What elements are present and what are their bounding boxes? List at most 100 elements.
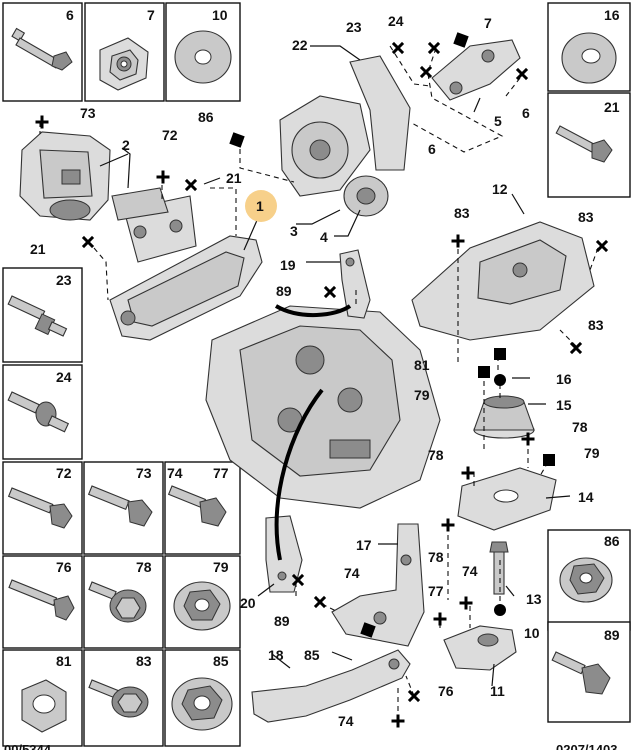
box-part-79-nut[interactable]: 79 [164,555,241,649]
mount-bracket-part-1[interactable] [109,187,263,341]
callout-19: 19 [280,257,296,273]
tie-bar-part-18[interactable] [251,649,411,723]
box-parts-74-77[interactable]: 74 77 [164,461,241,555]
plus-icon [451,234,465,248]
callout-labels[interactable]: 73 2 72 21 1 21 86 22 23 24 7 6 5 6 3 4 … [30,13,604,729]
square-icon [478,366,490,378]
callout-15: 15 [556,397,572,413]
plus-icon [156,170,170,184]
box-label: 72 [56,465,72,481]
plus-icon [461,466,475,480]
plus-icon [441,518,455,532]
callout-83: 83 [578,209,594,225]
box-part-81[interactable]: 81 [2,649,83,747]
long-bolt-icon [8,579,75,621]
box-part-10[interactable]: 10 [165,2,241,102]
fastener-symbols [35,32,609,728]
callout-17: 17 [356,537,372,553]
box-part-16[interactable]: 16 [547,2,631,92]
callout-3: 3 [290,223,298,239]
callout-73: 73 [80,105,96,121]
box-part-73[interactable]: 73 [83,461,164,555]
callout-76: 76 [438,683,454,699]
callout-89: 89 [276,283,292,299]
footer-left-code: 00/5344 [4,742,52,750]
flange-bolt-icon [88,679,149,718]
callout-4: 4 [320,229,328,245]
callout-83: 83 [454,205,470,221]
box-label: 74 [167,465,183,481]
cross-icon [419,65,433,79]
box-label: 10 [212,7,228,23]
box-label: 86 [604,533,620,549]
box-part-86[interactable]: 86 [547,529,631,631]
box-part-24[interactable]: 24 [2,364,83,460]
box-label: 81 [56,653,72,669]
box-part-7[interactable]: 7 [84,2,165,102]
mount-base-part-14[interactable] [457,467,557,531]
box-part-85[interactable]: 85 [164,649,241,747]
callout-12: 12 [492,181,508,197]
cross-icon [569,341,583,355]
callout-10: 10 [524,625,540,641]
callout-5: 5 [494,113,502,129]
bolt-icon [87,485,153,527]
box-label: 73 [136,465,152,481]
box-part-23[interactable]: 23 [2,267,83,363]
lower-bracket-part-17[interactable] [331,523,425,647]
cross-icon [427,41,441,55]
callout-77: 77 [428,583,444,599]
hex-nut-icon [21,679,67,733]
lower-mount-part-11[interactable] [443,541,517,671]
cross-icon [313,595,327,609]
long-bolt-icon [11,27,73,71]
engine-mount-part-2[interactable] [19,131,111,221]
box-part-89[interactable]: 89 [547,621,631,723]
square-icon [543,454,555,466]
washer-icon [561,32,617,84]
cross-icon [291,573,305,587]
cable-curve-top [274,304,352,317]
plus-icon [521,432,535,446]
cross-icon [391,41,405,55]
cross-icon [595,239,609,253]
callout-13: 13 [526,591,542,607]
callout-74: 74 [462,563,478,579]
link-part-19[interactable] [339,249,371,319]
callout-22: 22 [292,37,308,53]
callout-21: 21 [226,170,242,186]
callout-20: 20 [240,595,256,611]
mount-cup-part-15[interactable] [473,395,535,439]
box-part-21[interactable]: 21 [547,92,631,198]
highlight-circle [245,190,277,222]
square-icon [360,622,376,638]
callout-6: 6 [522,105,530,121]
plus-icon [35,115,49,129]
callout-18: 18 [268,647,284,663]
callout-74: 74 [338,713,354,729]
box-part-6[interactable]: 6 [2,2,83,102]
upper-mount-parts[interactable] [279,55,411,217]
box-label: 23 [56,272,72,288]
circle-icon [494,604,506,616]
callout-72: 72 [162,127,178,143]
box-label: 85 [213,653,229,669]
support-plate-part-12[interactable] [411,221,595,341]
flange-nut-icon [173,581,231,631]
box-part-72[interactable]: 72 [2,461,83,555]
box-label: 89 [604,627,620,643]
torque-arm-part-5[interactable] [431,39,521,101]
square-icon [494,348,506,360]
box-label: 16 [604,7,620,23]
engine-assembly [205,305,441,509]
callout-7: 7 [484,15,492,31]
washer-icon [174,30,232,84]
box-parts-78-79[interactable]: 78 [83,555,164,649]
box-part-83[interactable]: 83 [83,649,164,747]
flange-bolt-icon [167,485,227,527]
box-part-76[interactable]: 76 [2,555,83,649]
bolt-icon [7,487,73,529]
callout-81: 81 [414,357,430,373]
callout-78: 78 [572,419,588,435]
